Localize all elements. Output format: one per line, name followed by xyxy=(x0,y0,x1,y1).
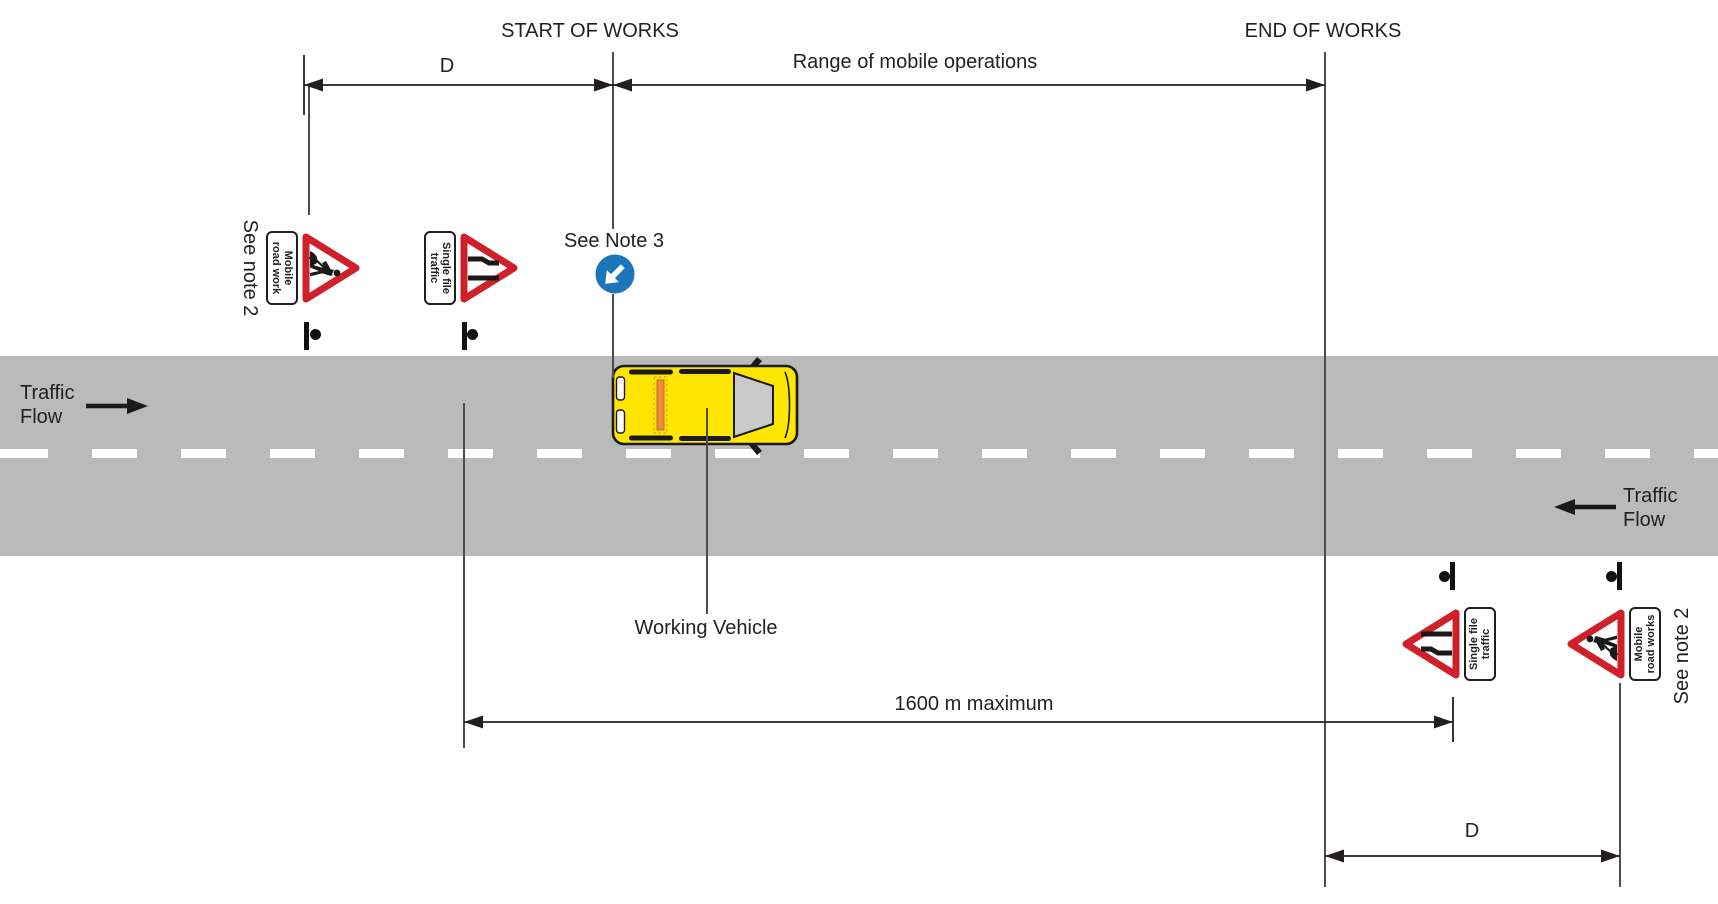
see-note-2-right-label: See note 2 xyxy=(1671,607,1693,705)
traffic-flow-line1: Traffic xyxy=(1623,485,1678,507)
traffic-flow-line1: Traffic xyxy=(20,382,75,404)
working-vehicle-label: Working Vehicle xyxy=(634,617,778,639)
plate-line: Single file xyxy=(440,242,453,294)
roadworks-warning-sign-right: Mobile road works xyxy=(1565,607,1661,681)
plate-line: Mobile xyxy=(1632,626,1645,662)
post-base-dot xyxy=(1605,570,1617,582)
arrowhead-icon xyxy=(464,715,483,729)
traffic-flow-right-label: Traffic Flow xyxy=(1623,484,1677,532)
keep-left-sign xyxy=(593,252,637,296)
vehicle-rear-window xyxy=(615,376,626,401)
arrowhead-icon xyxy=(1434,715,1453,729)
arrowhead-icon xyxy=(1325,849,1344,863)
arrowhead-icon xyxy=(304,78,323,92)
post-base-dot xyxy=(467,328,478,340)
end-of-works-label: END OF WORKS xyxy=(1244,20,1402,42)
post-bar xyxy=(1617,562,1622,590)
plate-line: road works xyxy=(1645,614,1657,674)
range-label: Range of mobile operations xyxy=(792,51,1038,73)
supplementary-plate: Single file traffic xyxy=(424,231,456,305)
post-bar xyxy=(462,322,467,350)
supplementary-plate: Mobile road works xyxy=(1629,607,1661,681)
single-file-warning-sign-left: Single file traffic xyxy=(424,231,520,305)
roadworks-triangle-icon xyxy=(1567,609,1625,679)
roadworks-triangle-icon xyxy=(302,233,360,303)
arrowhead-icon xyxy=(127,398,148,414)
dimension-d-bottom-label: D xyxy=(1464,820,1480,842)
plate-line: road work xyxy=(270,241,282,295)
keep-left-arrow-icon xyxy=(595,254,635,294)
traffic-flow-line2: Flow xyxy=(1623,509,1666,531)
vehicle-side-window xyxy=(679,369,731,374)
traffic-flow-left-label: Traffic Flow xyxy=(20,381,74,429)
working-vehicle-graphic xyxy=(611,357,799,455)
post-base-dot xyxy=(309,328,321,340)
traffic-flow-line2: Flow xyxy=(20,406,63,428)
plate-line: Mobile xyxy=(282,250,295,286)
vehicle-windshield xyxy=(733,371,774,439)
vehicle-side-window xyxy=(629,435,673,441)
see-note-2-left-label: See note 2 xyxy=(239,219,261,317)
vehicle-hood-line xyxy=(784,371,791,439)
road-narrows-icon xyxy=(460,233,518,303)
dimension-d-top-label: D xyxy=(439,55,455,77)
supplementary-plate: Mobile road work xyxy=(266,231,298,305)
vehicle-rear-window xyxy=(615,409,626,434)
post-bar xyxy=(1450,562,1455,590)
post-bar xyxy=(304,322,309,350)
plate-line: traffic xyxy=(1480,628,1492,660)
plate-line: traffic xyxy=(428,252,440,284)
see-note-3-label: See Note 3 xyxy=(559,229,669,253)
vehicle-side-window xyxy=(679,436,731,441)
working-vehicle xyxy=(610,356,806,456)
lane-divider-dashed-line xyxy=(0,449,1718,458)
post-base-dot xyxy=(1438,570,1450,582)
beacon-strip xyxy=(656,379,665,431)
vehicle-side-window xyxy=(629,369,673,375)
arrowhead-icon xyxy=(1554,499,1575,515)
single-file-warning-sign-right: Single file traffic xyxy=(1400,607,1496,681)
arrowhead-icon xyxy=(613,78,632,92)
supplementary-plate: Single file traffic xyxy=(1464,607,1496,681)
roadworks-warning-sign-left: Mobile road work xyxy=(266,231,362,305)
plate-line: Single file xyxy=(1467,618,1480,670)
arrowhead-icon xyxy=(1306,78,1325,92)
road-narrows-icon xyxy=(1402,609,1460,679)
start-of-works-label: START OF WORKS xyxy=(501,20,679,42)
arrowhead-icon xyxy=(594,78,613,92)
arrowhead-icon xyxy=(1601,849,1620,863)
beacon-strip-outline xyxy=(653,376,668,434)
max-length-label: 1600 m maximum xyxy=(894,693,1054,715)
